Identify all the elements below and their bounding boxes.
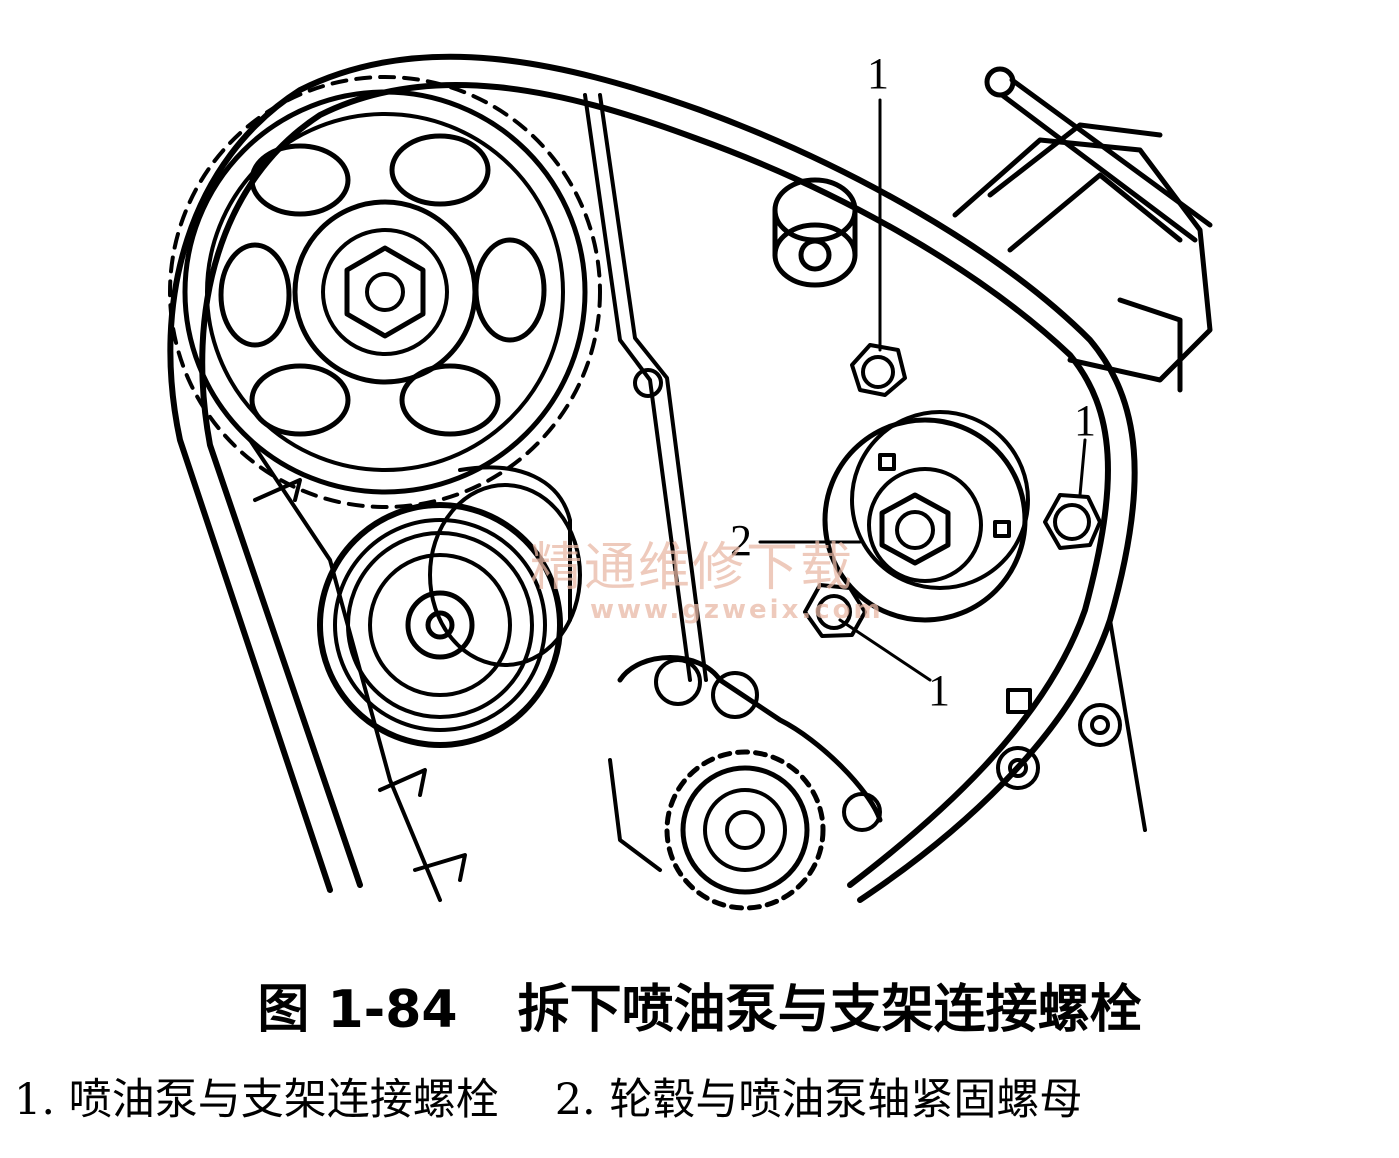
pump-bracket-bolt-right: [1043, 493, 1102, 550]
legend-text: 喷油泵与支架连接螺栓: [68, 1075, 499, 1125]
figure-caption: 图 1-84 拆下喷油泵与支架连接螺栓: [0, 975, 1399, 1045]
hub-nut: [879, 492, 951, 566]
idler-bushing: [772, 177, 858, 288]
injection-pump-hub: [822, 410, 1030, 623]
sprocket-windows: [218, 133, 547, 437]
tensioner-pulley: [317, 483, 582, 748]
mounting-holes: [633, 368, 1122, 790]
camshaft-bolt-head: [344, 245, 426, 339]
engine-timing-belt-diagram: 1 1 2 1 精通维修下载 www.gzweix.com: [167, 49, 1213, 911]
water-pump-sprocket: [608, 655, 883, 911]
legend-item: 2. 轮毂与喷油泵轴紧固螺母: [555, 1070, 1083, 1130]
watermark-url: www.gzweix.com: [590, 595, 884, 625]
injection-pump-body: [952, 66, 1213, 393]
figure-legend: 1. 喷油泵与支架连接螺栓 2. 轮毂与喷油泵轴紧固螺母: [14, 1070, 1394, 1130]
callout-label-1-right: 1: [1074, 396, 1096, 445]
callout-label-2: 2: [730, 516, 752, 565]
camshaft-sprocket: [168, 75, 602, 509]
callout-leaders: [758, 98, 1087, 682]
legend-number: 2.: [554, 1075, 596, 1125]
legend-text: 轮毂与喷油泵轴紧固螺母: [609, 1075, 1083, 1125]
pump-bracket-bolt-top: [850, 343, 907, 397]
timing-marks: [253, 478, 1032, 882]
pump-bracket-bolt-bottom: [803, 583, 867, 638]
figure-title: 拆下喷油泵与支架连接螺栓: [517, 980, 1142, 1040]
callout-label-1-top: 1: [867, 49, 889, 98]
figure-number: 图 1-84: [257, 980, 458, 1040]
legend-number: 1.: [14, 1075, 56, 1125]
callout-label-1-bottom: 1: [928, 666, 950, 715]
legend-item: 1. 喷油泵与支架连接螺栓: [14, 1070, 499, 1130]
watermark-text: 精通维修下载: [530, 538, 854, 598]
timing-belt: [167, 53, 1138, 903]
